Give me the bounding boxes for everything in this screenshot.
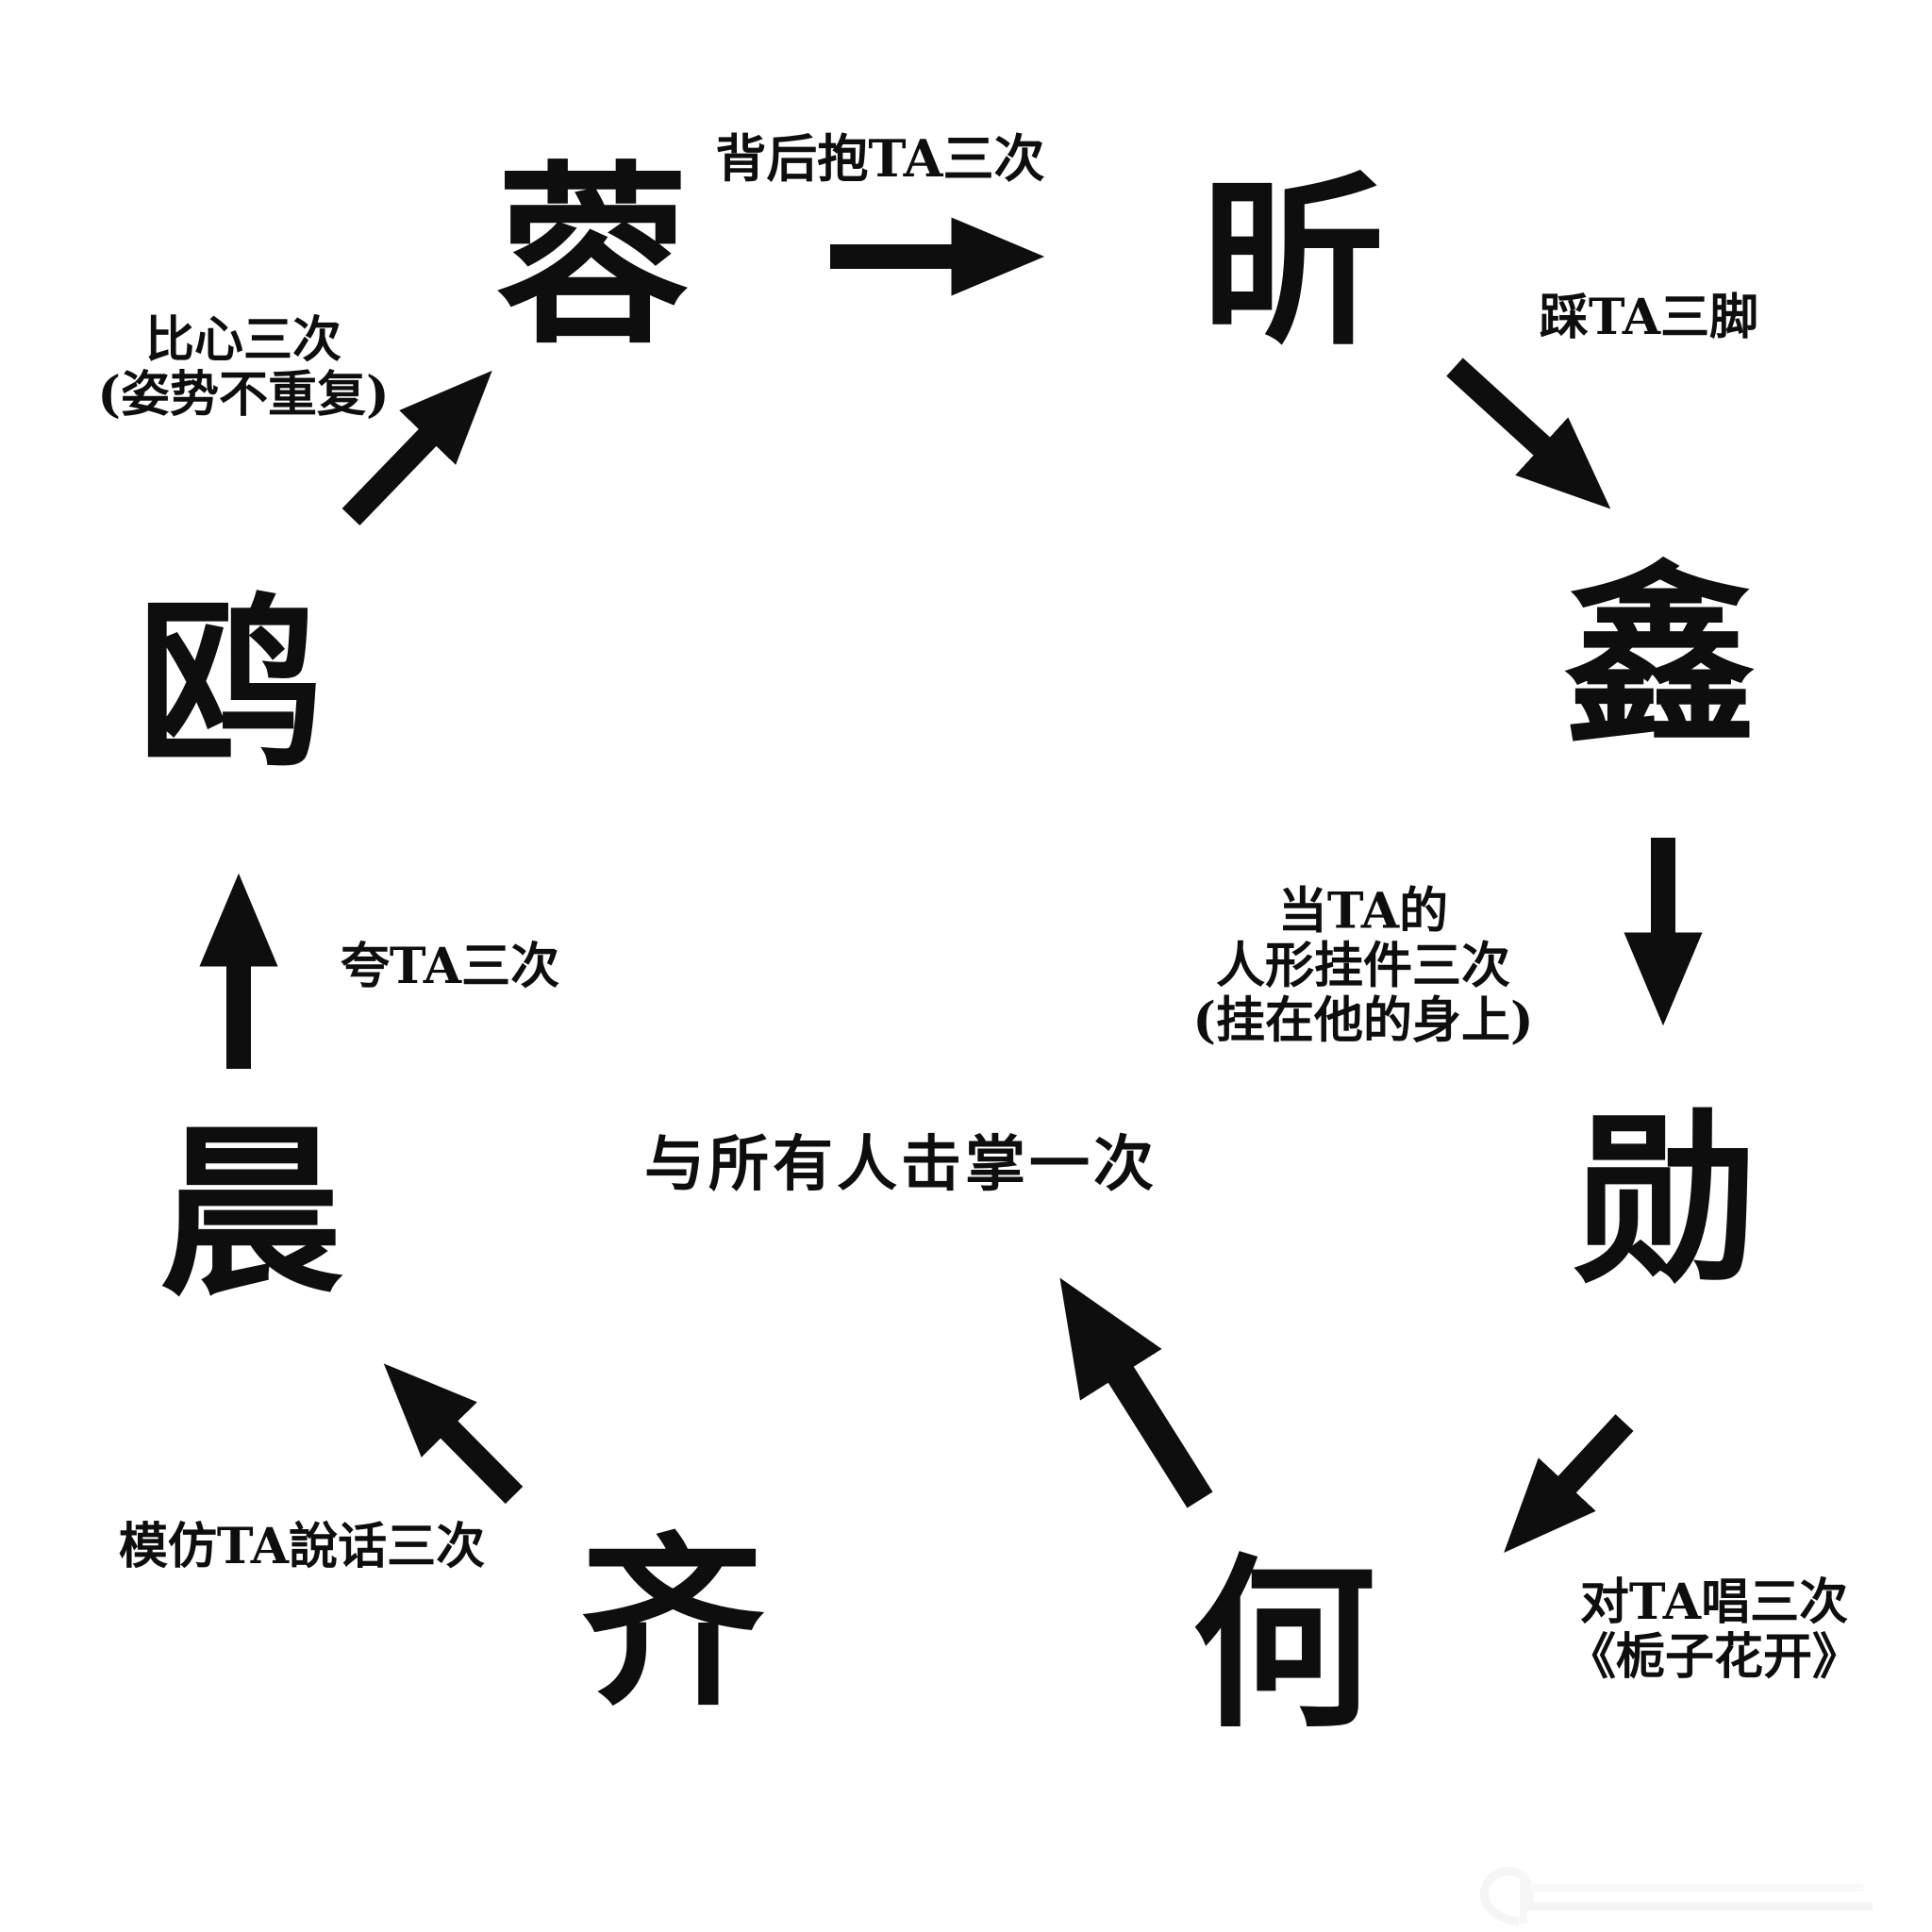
- arrow-xin-to-jinxin: [1446, 358, 1611, 509]
- label-sing-gardenia-line2: 《栀子花开》: [1566, 1628, 1862, 1686]
- arrow-qi-to-chen: [383, 1363, 524, 1505]
- label-stomp-three-times: 踩TA三脚: [1539, 288, 1759, 346]
- label-human-pendant-line1: 当TA的: [1277, 882, 1449, 941]
- label-sing-gardenia-line1: 对TA唱三次: [1579, 1573, 1849, 1631]
- node-rong: 蓉: [495, 143, 690, 371]
- label-human-pendant-line2: 人形挂件三次: [1215, 937, 1510, 995]
- node-jinxin: 鑫: [1563, 543, 1757, 771]
- node-ou: 鸥: [137, 575, 322, 792]
- arrow-ou-to-rong: [341, 370, 492, 526]
- label-human-pendant-line3: (挂在他的身上): [1192, 992, 1534, 1051]
- label-hug-from-behind: 背后抱TA三次: [715, 127, 1045, 189]
- arrow-xun-to-he: [1504, 1414, 1634, 1553]
- label-imitate-speech: 模仿TA說话三次: [118, 1517, 486, 1575]
- label-praise-three-times: 夸TA三次: [340, 937, 560, 995]
- watermark: [1479, 1867, 1873, 1926]
- node-xin: 昕: [1200, 154, 1385, 371]
- node-xun: 勋: [1574, 1091, 1758, 1308]
- node-chen: 晨: [158, 1104, 343, 1321]
- label-human-pendant: 当TA的 人形挂件三次 (挂在他的身上): [1192, 882, 1534, 1051]
- label-high-five-everyone: 与所有人击掌一次: [644, 1129, 1158, 1201]
- node-he: 何: [1191, 1536, 1376, 1753]
- arrow-he-to-center: [1059, 1277, 1213, 1508]
- label-heart-gesture-line1: 比心三次: [144, 310, 341, 369]
- node-qi: 齐: [580, 1514, 765, 1731]
- label-sing-gardenia: 对TA唱三次 《栀子花开》: [1566, 1573, 1862, 1686]
- label-heart-gesture-line2: (姿势不重复): [97, 366, 390, 424]
- label-heart-gesture: 比心三次 (姿势不重复): [97, 310, 390, 424]
